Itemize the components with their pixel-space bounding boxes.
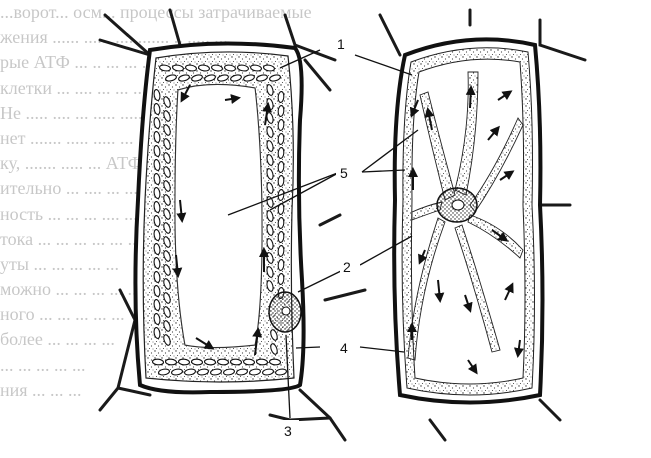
chloroplast: [165, 359, 176, 366]
chloroplast: [256, 359, 267, 366]
chloroplast: [278, 133, 285, 144]
left-cell-vacuole: [175, 84, 262, 347]
chloroplast: [278, 119, 285, 130]
label-2: 2: [343, 259, 351, 275]
chloroplast: [278, 91, 285, 102]
label-3: 3: [284, 423, 292, 439]
chloroplast: [278, 273, 285, 284]
chloroplast: [269, 359, 280, 366]
right-cell: [394, 39, 542, 402]
chloroplast: [278, 175, 285, 186]
chloroplast: [204, 359, 215, 366]
right-cell-nucleus: [437, 188, 477, 222]
chloroplast: [278, 231, 285, 242]
chloroplast: [230, 359, 241, 366]
label-4: 4: [340, 340, 348, 356]
chloroplast: [278, 161, 285, 172]
chloroplast: [278, 217, 285, 228]
chloroplast: [191, 359, 202, 366]
label-1: 1: [337, 36, 345, 52]
chloroplast: [278, 147, 285, 158]
left-cell-nucleus: [269, 292, 301, 332]
chloroplast: [278, 245, 285, 256]
chloroplast: [217, 359, 228, 366]
chloroplast: [278, 259, 285, 270]
left-cell: [135, 43, 303, 392]
chloroplast: [178, 359, 189, 366]
chloroplast: [243, 359, 254, 366]
label-5: 5: [340, 165, 348, 181]
chloroplast: [278, 105, 285, 116]
chloroplast: [152, 359, 163, 366]
